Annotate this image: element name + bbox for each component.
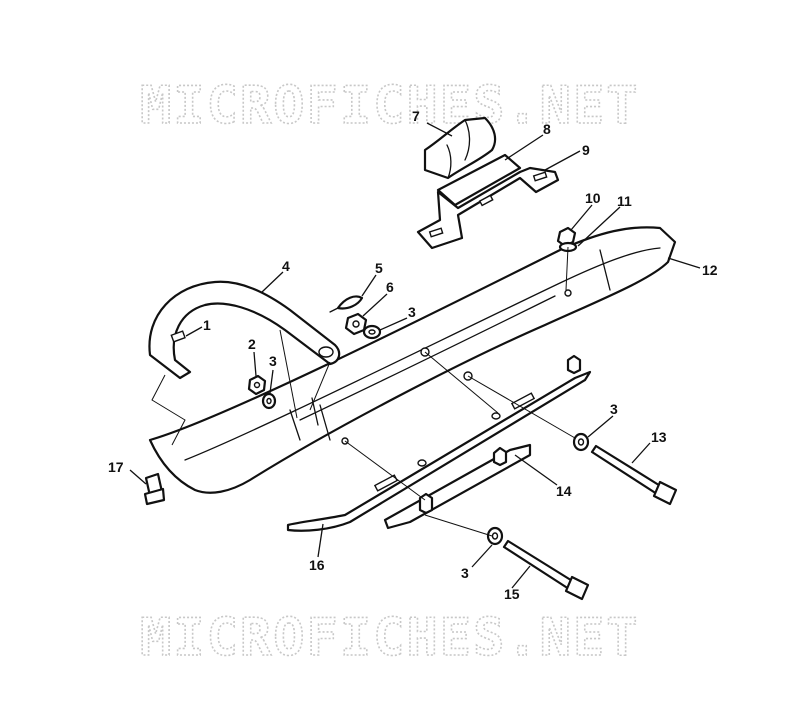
callout-7: 7 [412, 108, 420, 124]
callout-3-right-upper: 3 [610, 401, 618, 417]
callout-16: 16 [309, 557, 325, 573]
ski-hole [564, 289, 572, 297]
callout-14: 14 [556, 483, 572, 499]
runner-hole [417, 459, 427, 467]
assembly-guides [151, 246, 576, 537]
nut-hole [352, 320, 360, 328]
handle-hole [318, 346, 334, 358]
bolt-13 [590, 444, 678, 506]
callout-3-mid: 3 [408, 304, 416, 320]
callout-15: 15 [504, 586, 520, 602]
callout-8: 8 [543, 121, 551, 137]
callout-2: 2 [248, 336, 256, 352]
washer-hole [368, 329, 376, 335]
washer-3-left [261, 392, 277, 410]
washer-hole [266, 397, 272, 405]
callout-labels: 1 2 3 4 5 6 3 7 8 9 10 11 12 3 13 14 17 … [108, 108, 718, 602]
callout-3-right-lower: 3 [461, 565, 469, 581]
callout-1: 1 [203, 317, 211, 333]
callout-9: 9 [582, 142, 590, 158]
callout-4: 4 [282, 258, 290, 274]
runner-14 [383, 443, 532, 530]
watermark-bottom: MICROFICHES.NET [140, 608, 640, 668]
washer-hole [491, 532, 499, 540]
bolt-17 [143, 472, 166, 506]
bracket-slot [428, 227, 444, 238]
nut-10 [556, 226, 577, 248]
watermark-top: MICROFICHES.NET [140, 76, 640, 136]
washer-3-right-upper [572, 432, 590, 452]
washer-3-mid [362, 324, 382, 340]
washer-3-right-lower [486, 526, 504, 546]
callout-6: 6 [386, 279, 394, 295]
bracket-slot [532, 171, 548, 182]
nut-hole [253, 381, 261, 389]
runner-16 [286, 354, 592, 532]
callout-10: 10 [585, 190, 601, 206]
handle-slot [170, 330, 186, 343]
runner-hole [491, 412, 501, 420]
ski-handle [148, 280, 341, 380]
callout-17: 17 [108, 459, 124, 475]
callout-13: 13 [651, 429, 667, 445]
bracket-slot [478, 194, 494, 207]
callout-3-left: 3 [269, 353, 277, 369]
bracket-9 [416, 166, 560, 250]
washer-hole [577, 438, 585, 446]
callout-11: 11 [617, 193, 632, 209]
nut-2 [247, 374, 267, 396]
callout-5: 5 [375, 260, 383, 276]
cotter-pin-5 [329, 295, 364, 313]
leader-lines [129, 122, 701, 589]
bolt-15 [502, 539, 590, 601]
callout-12: 12 [702, 262, 718, 278]
